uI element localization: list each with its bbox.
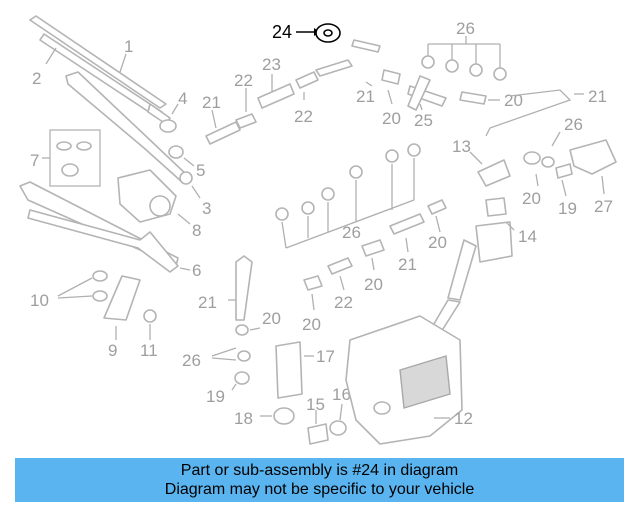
wiper-motor-part: [117, 169, 177, 223]
banner-line-2: Diagram may not be specific to your vehi…: [164, 481, 475, 498]
callout-20g: 20: [262, 309, 281, 328]
callout-21e: 21: [198, 293, 217, 312]
callout-13: 13: [452, 137, 471, 156]
callout-17: 17: [316, 347, 335, 366]
washer-pump-part: [307, 420, 347, 445]
callout-22c: 22: [334, 293, 353, 312]
nozzle-assembly-part: [477, 139, 617, 187]
clip-row-part: [275, 143, 421, 221]
callout-22: 22: [234, 71, 253, 90]
callout-10: 10: [30, 291, 49, 310]
callout-6: 6: [192, 261, 201, 280]
callout-4: 4: [178, 89, 187, 108]
callout-26b: 26: [564, 115, 583, 134]
callout-18: 18: [234, 409, 253, 428]
callout-21: 21: [202, 93, 221, 112]
callout-26: 26: [456, 19, 475, 38]
callout-19b: 19: [206, 387, 225, 406]
nut-part: [159, 119, 184, 159]
callout-12: 12: [454, 409, 473, 428]
callout-9: 9: [108, 341, 117, 360]
callout-20b: 20: [504, 91, 523, 110]
callout-15: 15: [306, 395, 325, 414]
callout-25: 25: [414, 111, 433, 130]
callout-21d: 21: [398, 255, 417, 274]
filler-neck-part: [427, 197, 513, 341]
callout-20d: 20: [428, 233, 447, 252]
callout-20: 20: [382, 109, 401, 128]
left-hose-part: [234, 255, 303, 425]
parts-diagram: 1 2 3 4 5 7 8 6: [19, 15, 617, 445]
callout-22b: 22: [294, 107, 313, 126]
banner-line-1: Part or sub-assembly is #24 in diagram: [180, 462, 459, 479]
grommet-kit-part: [49, 129, 101, 187]
bushing-part: [92, 270, 157, 323]
callout-8: 8: [192, 221, 201, 240]
callout-24-group: 24: [272, 22, 341, 43]
callout-20c: 20: [522, 189, 541, 208]
callout-14: 14: [518, 227, 537, 246]
callout-20f: 20: [302, 315, 321, 334]
callout-26d: 26: [182, 351, 201, 370]
callout-16: 16: [332, 385, 351, 404]
callout-5: 5: [196, 161, 205, 180]
callout-23: 23: [262, 55, 281, 74]
hose-connectors-part: [381, 69, 487, 111]
callout-24: 24: [272, 22, 292, 42]
wiper-linkage-part: [19, 181, 179, 273]
wiper-arm-part: [65, 71, 193, 185]
callout-27: 27: [594, 197, 613, 216]
fittings-part: [303, 199, 447, 291]
washer-reservoir-part: [345, 315, 463, 445]
callout-7: 7: [30, 151, 39, 170]
callout-26c: 26: [342, 223, 361, 242]
callout-21b: 21: [356, 87, 375, 106]
info-banner: Part or sub-assembly is #24 in diagram D…: [15, 458, 624, 502]
callout-3: 3: [202, 199, 211, 218]
wiper-blade-part: [29, 15, 171, 125]
hose-clips-part: [421, 55, 507, 81]
callout-19: 19: [558, 199, 577, 218]
callout-21c: 21: [588, 87, 607, 106]
callout-11: 11: [140, 341, 158, 360]
callout-2: 2: [32, 69, 41, 88]
washer-hose-part: [205, 59, 353, 145]
callout-20e: 20: [364, 275, 383, 294]
callout-1: 1: [124, 37, 133, 56]
